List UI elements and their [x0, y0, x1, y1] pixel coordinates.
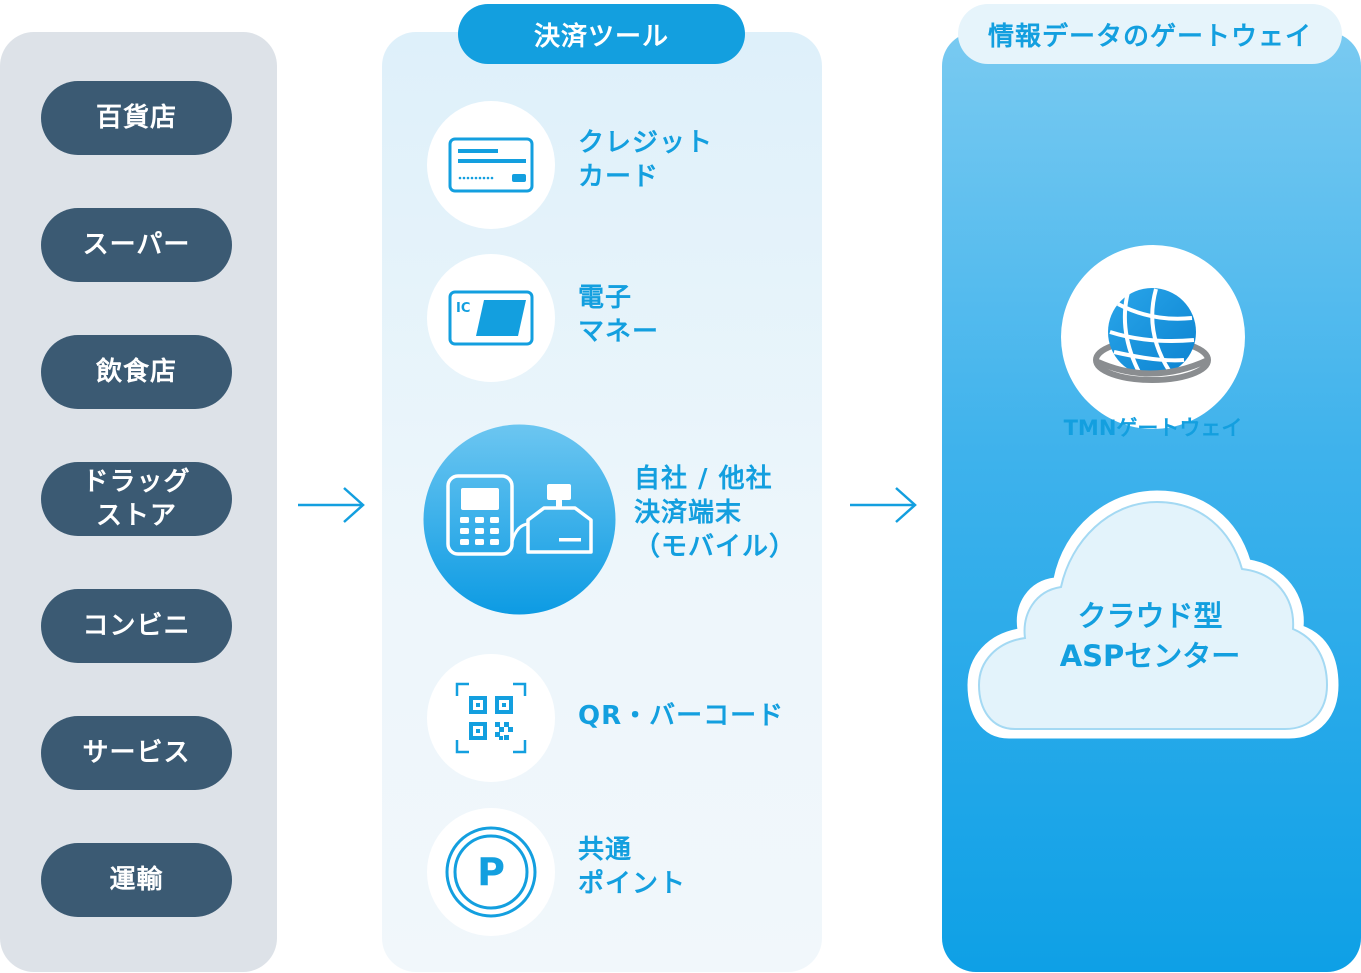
tool-label-e-money: 電子 マネー: [578, 283, 660, 347]
industry-drugstore: ドラッグ ストア: [41, 462, 232, 536]
qr-code-circle: [427, 654, 555, 782]
industry-convenience-store: コンビニ: [41, 589, 232, 663]
tmn-globe-icon: [1093, 288, 1211, 383]
qr-code-icon: [455, 682, 527, 754]
cloud-asp-center-label: クラウド型 ASPセンター: [1059, 599, 1241, 673]
credit-card-circle: [427, 101, 555, 229]
tool-label-payment-terminal: 自社 / 他社 決済端末 （モバイル）: [634, 464, 797, 562]
tool-label-credit-card: クレジット カード: [578, 128, 714, 192]
cloud-icon: [967, 490, 1339, 739]
ic-card-icon: IC: [448, 290, 534, 346]
industry-service: サービス: [41, 716, 232, 790]
arrow-right-icon: [298, 487, 365, 523]
industry-transport: 運輸: [41, 843, 232, 917]
e-money-circle: IC: [427, 254, 555, 382]
industry-department-store: 百貨店: [41, 81, 232, 155]
point-circle: P: [427, 808, 555, 936]
tmn-logo-circle: [1061, 245, 1245, 429]
point-letter: P: [477, 850, 505, 894]
tmn-gateway-label: TMNゲートウェイ: [1063, 416, 1243, 440]
point-icon: P: [445, 826, 537, 918]
industry-restaurant: 飲食店: [41, 335, 232, 409]
gateway-header: 情報データのゲートウェイ: [958, 4, 1342, 64]
payment-terminal-icon: [446, 474, 593, 556]
industry-supermarket: スーパー: [41, 208, 232, 282]
payment-terminal-circle: [423, 424, 616, 615]
credit-card-icon: [448, 137, 534, 193]
arrow-right-icon: [850, 487, 917, 523]
payment-tools-header: 決済ツール: [458, 4, 745, 64]
tool-label-qr-barcode: QR・バーコード: [578, 701, 785, 731]
tool-label-common-points: 共通 ポイント: [578, 835, 687, 899]
ic-text: IC: [456, 301, 470, 316]
